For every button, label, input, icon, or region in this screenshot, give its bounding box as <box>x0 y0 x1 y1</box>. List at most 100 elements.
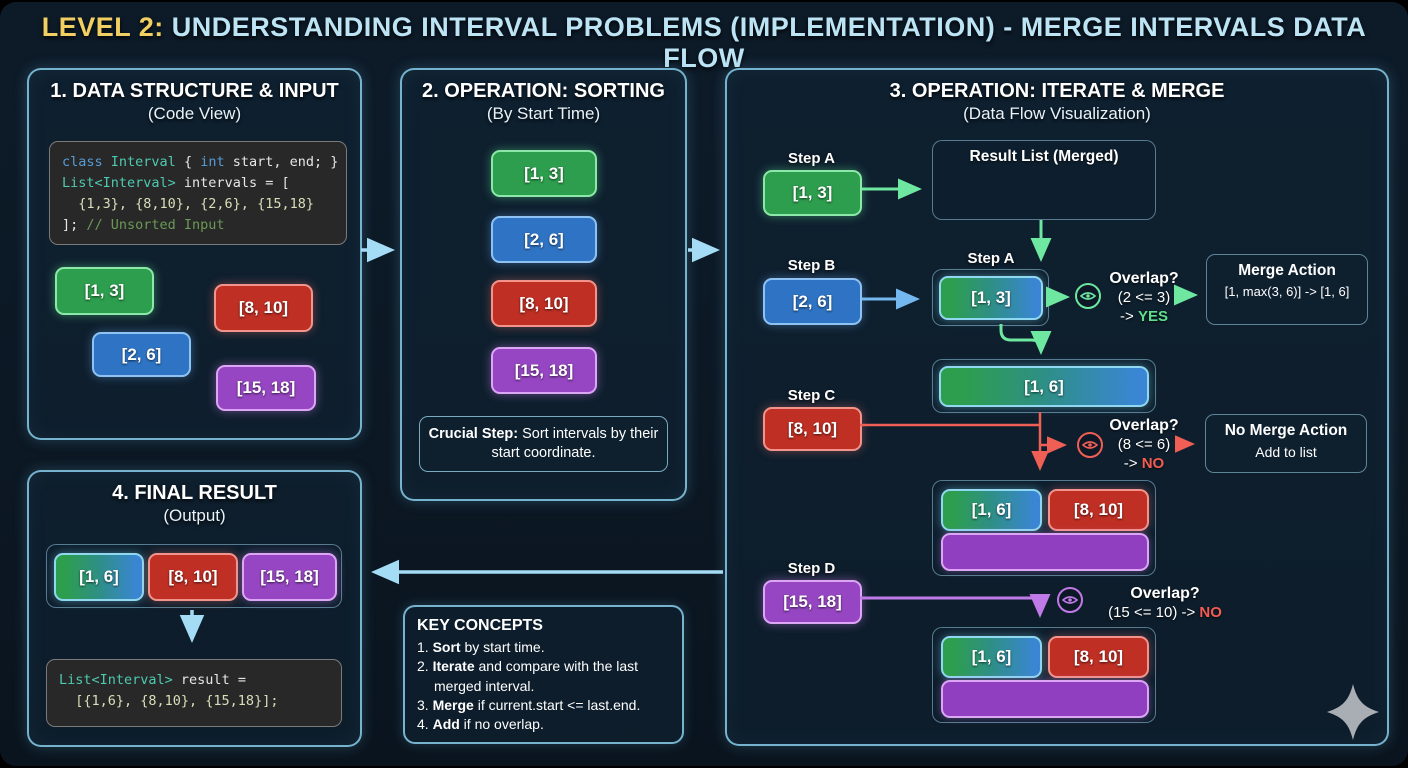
overlap-b-question: Overlap? <box>1109 417 1179 434</box>
sorted-chip-2-6: [2, 6] <box>491 216 597 263</box>
step-c-label: Step C <box>787 387 836 404</box>
panel1-code-block: class Interval { int start, end; } List<… <box>49 141 347 245</box>
merge-action-title: Merge Action <box>1238 262 1336 279</box>
code-token: start, end; } <box>224 154 339 170</box>
result-list-box: Result List (Merged) <box>932 140 1156 220</box>
code-comment: // Unsorted Input <box>86 216 225 233</box>
overlap-check-a: Overlap? (2 <= 3) -> YES <box>1099 269 1189 326</box>
overlap-c-cond: (15 <= 10) -> <box>1108 604 1200 621</box>
step-d-chip-15-18: [15, 18] <box>763 580 862 624</box>
key-concept-item: 3. Merge if current.start <= last.end. <box>417 696 670 715</box>
final-chip-15-18: [15, 18] <box>242 553 337 601</box>
overlap-a-arrow: -> <box>1120 308 1138 325</box>
list-d-chip-1-6: [1, 6] <box>941 636 1042 678</box>
overlap-a-cond: (2 <= 3) <box>1117 289 1171 306</box>
sorted-chip-1-3: [1, 3] <box>491 150 597 197</box>
code-token: result = <box>172 672 246 688</box>
list-d-pending-slot <box>941 680 1149 718</box>
step-a-label: Step A <box>788 150 835 167</box>
page-title: LEVEL 2: UNDERSTANDING INTERVAL PROBLEMS… <box>0 12 1408 74</box>
kc-rest: by start time. <box>460 639 545 655</box>
kc-num: 4. <box>417 716 433 733</box>
panel4-code-block: List<Interval> result = [{1,6}, {8,10}, … <box>46 659 342 727</box>
page-title-level: LEVEL 2: <box>41 12 164 42</box>
final-result-list: [1, 6] [8, 10] [15, 18] <box>46 544 342 608</box>
sorted-chip-15-18: [15, 18] <box>491 347 597 394</box>
final-chip-8-10: [8, 10] <box>148 553 238 601</box>
kc-num: 1. <box>417 639 433 655</box>
list-c-chip-8-10: [8, 10] <box>1048 489 1149 531</box>
code-token: class <box>62 154 111 170</box>
kc-bold: Sort <box>432 639 461 655</box>
key-concepts-title: KEY CONCEPTS <box>417 617 543 634</box>
panel1-title: 1. DATA STRUCTURE & INPUT <box>50 80 339 102</box>
current-compare-box: [1, 3] <box>932 269 1049 326</box>
key-concept-item: 2. Iterate and compare with the last mer… <box>417 657 670 696</box>
interval-chip-2-6: [2, 6] <box>92 332 191 377</box>
overlap-a-verdict: YES <box>1137 308 1168 325</box>
step-c-chip-8-10: [8, 10] <box>763 407 862 451</box>
step-d-label: Step D <box>787 560 836 577</box>
step-b-label: Step B <box>787 257 836 274</box>
overlap-check-c: Overlap? (15 <= 10) -> NO <box>1085 584 1245 622</box>
overlap-b-verdict-line: -> NO <box>1099 454 1189 473</box>
overlap-a-question: Overlap? <box>1109 270 1179 287</box>
code-token: Interval <box>110 154 176 170</box>
final-chip-1-6: [1, 6] <box>54 553 144 601</box>
panel-final-result: 4. FINAL RESULT (Output) [1, 6] [8, 10] … <box>27 470 362 747</box>
kc-bold: Add <box>432 716 460 733</box>
panel3-title: 3. OPERATION: ITERATE & MERGE <box>889 80 1225 102</box>
step-a-chip-1-3: [1, 3] <box>763 170 862 216</box>
overlap-b-cond: (8 <= 6) <box>1117 436 1171 453</box>
overlap-c-line: (15 <= 10) -> NO <box>1085 603 1245 622</box>
crucial-step-note: Crucial Step: Sort intervals by their st… <box>419 416 668 472</box>
code-token: List<Interval> <box>59 672 173 688</box>
key-concepts-box: KEY CONCEPTS 1. Sort by start time. 2. I… <box>403 605 684 744</box>
crucial-step-bold: Crucial Step: <box>428 426 519 443</box>
code-token: {1,3}, {8,10}, {2,6}, {15,18} <box>62 195 314 212</box>
overlap-c-verdict: NO <box>1199 604 1222 621</box>
list-after-step-d: [1, 6] [8, 10] <box>932 627 1156 723</box>
panel-iterate-merge: 3. OPERATION: ITERATE & MERGE (Data Flow… <box>725 68 1389 746</box>
key-concept-item: 1. Sort by start time. <box>417 638 670 657</box>
panel2-title: 2. OPERATION: SORTING <box>422 80 665 102</box>
list-after-step-c: [1, 6] [8, 10] <box>932 480 1156 576</box>
code-token: List<Interval> <box>62 174 176 191</box>
merged-result-box: [1, 6] <box>932 359 1156 413</box>
overlap-a-verdict-line: -> YES <box>1099 307 1189 326</box>
list-c-pending-slot <box>941 533 1149 571</box>
merge-action-box: Merge Action [1, max(3, 6)] -> [1, 6] <box>1206 254 1368 325</box>
code-token: { <box>175 154 201 170</box>
kc-num: 3. <box>417 696 433 713</box>
page-title-rest: UNDERSTANDING INTERVAL PROBLEMS (IMPLEME… <box>163 12 1367 73</box>
list-c-chip-1-6: [1, 6] <box>941 489 1042 531</box>
kc-num: 2. <box>417 658 433 675</box>
code-token: int <box>200 154 225 170</box>
no-merge-action-body: Add to list <box>1255 444 1317 460</box>
kc-rest: and compare with the last merged interva… <box>434 658 639 694</box>
no-merge-action-box: No Merge Action Add to list <box>1205 414 1367 473</box>
overlap-check-b: Overlap? (8 <= 6) -> NO <box>1099 416 1189 473</box>
overlap-b-arrow: -> <box>1123 455 1142 472</box>
panel4-subtitle: (Output) <box>163 506 226 525</box>
kc-rest: if current.start <= last.end. <box>473 696 641 713</box>
compare-chip-1-3: [1, 3] <box>939 276 1043 320</box>
code-token: ]; <box>62 216 87 233</box>
step-a2-label: Step A <box>967 250 1015 267</box>
overlap-c-question: Overlap? <box>1130 585 1200 602</box>
interval-chip-1-3: [1, 3] <box>55 267 154 315</box>
panel3-subtitle: (Data Flow Visualization) <box>963 104 1151 123</box>
merged-chip-1-6: [1, 6] <box>939 366 1149 407</box>
crucial-step-text: Crucial Step: Sort intervals by their st… <box>428 425 659 463</box>
kc-rest: if no overlap. <box>459 716 544 733</box>
no-merge-action-title: No Merge Action <box>1224 422 1348 439</box>
interval-chip-8-10: [8, 10] <box>214 284 313 332</box>
panel4-title: 4. FINAL RESULT <box>112 482 277 504</box>
merge-action-body: [1, max(3, 6)] -> [1, 6] <box>1224 284 1350 299</box>
panel1-subtitle: (Code View) <box>147 104 242 123</box>
code-token: intervals = [ <box>175 174 290 191</box>
panel2-subtitle: (By Start Time) <box>486 104 601 123</box>
interval-chip-15-18: [15, 18] <box>216 365 316 411</box>
crucial-step-rest: Sort intervals by their start coordinate… <box>491 426 659 461</box>
